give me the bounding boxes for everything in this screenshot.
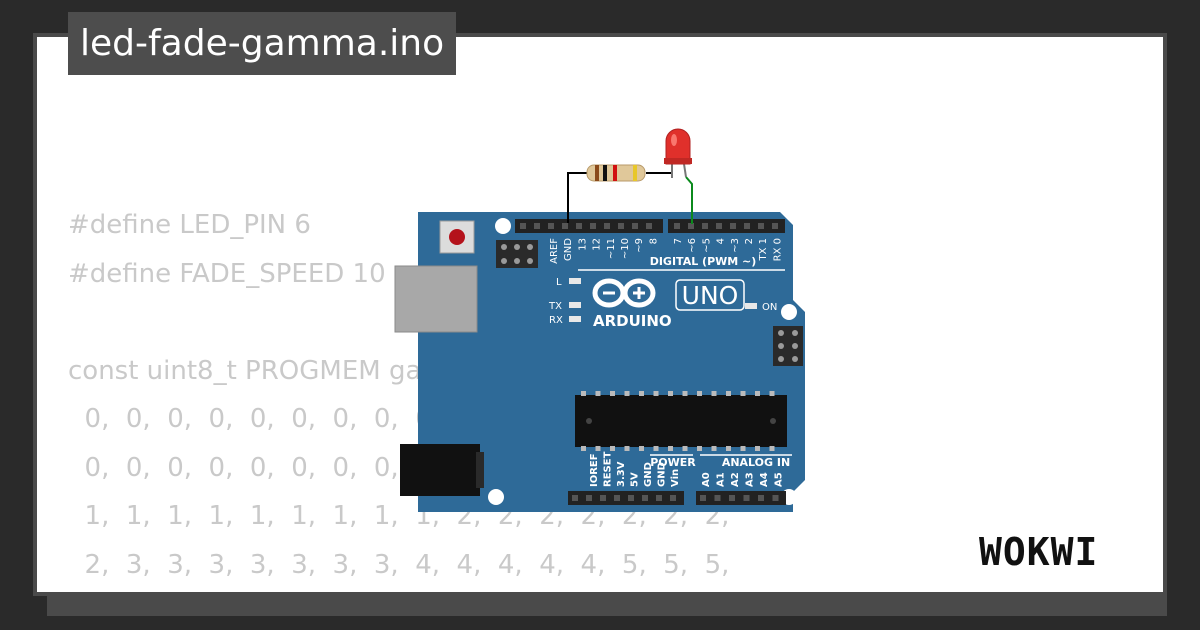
gnd-wire[interactable] [567, 172, 589, 223]
digital-pin-label: AREF [549, 238, 560, 264]
arduino-logo: ARDUINO UNO [592, 278, 745, 330]
tx-label: TX [548, 301, 562, 312]
rx-label: RX [549, 315, 563, 326]
wokwi-logo: WOKWI [979, 530, 1098, 574]
digital-pin-label: ~3 [730, 238, 741, 253]
digital-pin-label: ~9 [634, 238, 645, 253]
power-pin-label: 3.3V [616, 461, 627, 487]
model-label: UNO [682, 281, 739, 310]
icsp-header [496, 240, 538, 268]
on-label: ON [762, 302, 777, 313]
reset-button[interactable] [439, 220, 475, 254]
digital-header-right [668, 219, 785, 233]
resistor[interactable] [586, 164, 646, 182]
power-pin-label: RESET [603, 451, 614, 487]
power-jack [400, 444, 484, 496]
project-title: led-fade-gamma.ino [68, 12, 457, 75]
icsp-header-right [773, 326, 803, 366]
power-header [568, 491, 684, 505]
digital-pin-label: 12 [592, 238, 603, 251]
mounting-hole [495, 218, 511, 234]
led-component[interactable] [664, 128, 692, 178]
digital-pin-label: 8 [648, 238, 659, 244]
digital-pin-label: 13 [577, 238, 588, 251]
power-pin-label: GND [657, 462, 668, 487]
bottom-pin-holes [572, 495, 779, 501]
digital-pin-holes [520, 223, 778, 229]
frame-shadow [47, 596, 1167, 616]
digital-pin-label: 2 [744, 238, 755, 244]
power-pin-label: 5V [630, 472, 641, 487]
analog-header-label: ANALOG IN [722, 456, 790, 469]
power-pin-label: GND [643, 462, 654, 487]
digital-pin-label: 4 [716, 238, 727, 244]
analog-header [696, 491, 786, 505]
microcontroller-chip [575, 391, 787, 451]
digital-header-label: DIGITAL (PWM ~) [650, 255, 757, 268]
digital-pin-label: TX 1 [758, 238, 769, 262]
power-header-label: POWER [650, 456, 696, 469]
wokwi-logo-text: WOKWI [979, 530, 1098, 574]
power-pin-label: IOREF [589, 453, 600, 487]
digital-header-left [515, 219, 663, 233]
mounting-hole [781, 304, 797, 320]
analog-pin-label: A3 [745, 472, 756, 487]
digital-pin-label: ~11 [606, 238, 617, 259]
analog-pin-label: A0 [701, 472, 712, 487]
digital-pin-label: ~6 [687, 238, 698, 253]
usb-port [394, 265, 478, 333]
analog-pin-label: A2 [730, 472, 741, 487]
digital-pin-label: 7 [673, 238, 684, 244]
digital-pin-label: ~5 [701, 238, 712, 253]
led-l-label: L [556, 277, 562, 288]
signal-wire[interactable] [685, 176, 693, 224]
analog-pin-label: A5 [774, 472, 785, 487]
analog-pin-label: A1 [716, 472, 727, 487]
status-leds: L TX RX ON [548, 277, 777, 326]
digital-pin-label: GND [563, 238, 574, 261]
mounting-hole [488, 489, 504, 505]
power-pin-label: Vin [670, 469, 681, 487]
brand-label: ARDUINO [593, 312, 672, 330]
resistor-to-led-wire[interactable] [646, 172, 673, 178]
digital-pin-label: RX 0 [772, 238, 783, 261]
analog-pin-label: A4 [759, 472, 770, 487]
digital-pin-label: ~10 [620, 238, 631, 259]
